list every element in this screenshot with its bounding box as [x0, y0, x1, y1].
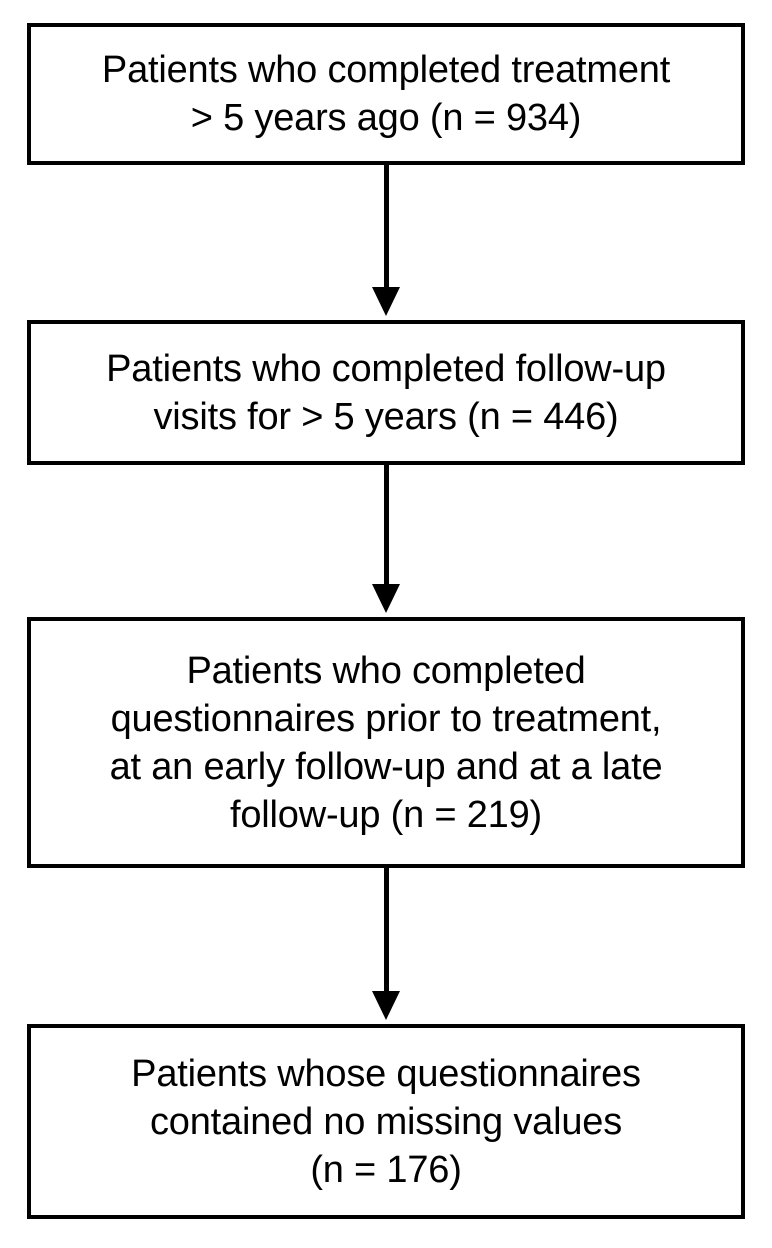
flow-node-no-missing-values: Patients whose questionnaires contained … [27, 1024, 745, 1219]
arrow-head [372, 287, 400, 316]
flow-node-line: visits for > 5 years (n = 446) [153, 395, 619, 438]
arrow-shaft [384, 465, 389, 588]
flow-node-completed-treatment: Patients who completed treatment > 5 yea… [27, 23, 745, 165]
flow-node-line: at an early follow-up and at a late [109, 745, 663, 788]
flow-node-line: Patients who completed follow-up [106, 347, 666, 390]
flow-node-completed-questionnaires: Patients who completed questionnaires pr… [27, 617, 745, 868]
flow-node-line: follow-up (n = 219) [230, 793, 542, 836]
flow-node-line: > 5 years ago (n = 934) [190, 97, 582, 139]
arrow-head [372, 584, 400, 613]
arrow-shaft [384, 165, 389, 291]
flow-node-line: contained no missing values [150, 1100, 622, 1143]
flow-node-line: Patients who completed [186, 649, 586, 692]
arrow-head [372, 991, 400, 1020]
arrow-down-icon-1 [0, 165, 772, 320]
flow-node-completed-followup-visits: Patients who completed follow-up visits … [27, 320, 745, 465]
arrow-down-icon-3 [0, 868, 772, 1024]
flow-node-line: Patients whose questionnaires [131, 1052, 641, 1095]
flow-node-line: (n = 176) [310, 1148, 462, 1191]
flow-node-line: questionnaires prior to treatment, [110, 697, 662, 740]
arrow-shaft [384, 868, 389, 995]
flow-node-line: Patients who completed treatment [101, 49, 671, 91]
arrow-down-icon-2 [0, 465, 772, 617]
